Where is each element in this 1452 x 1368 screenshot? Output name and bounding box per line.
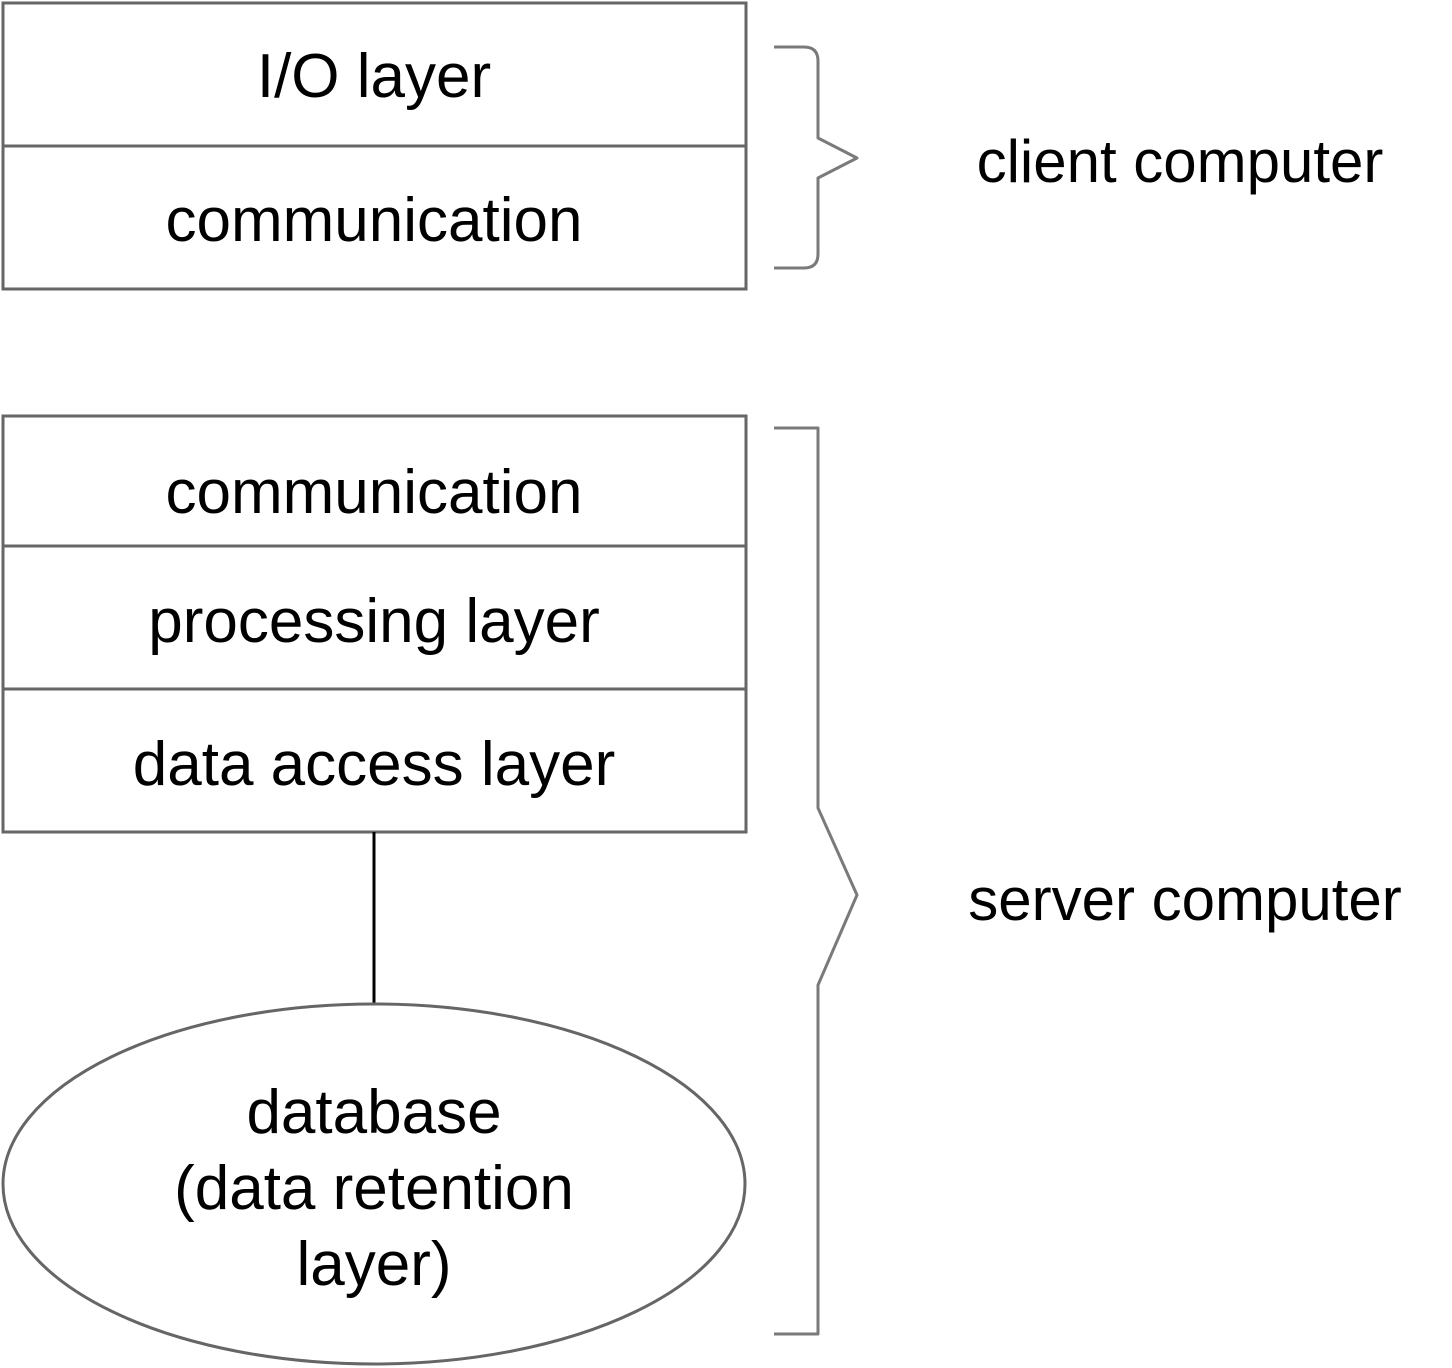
server-communication-box: [1, 414, 748, 548]
client-communication-box: [1, 144, 748, 291]
processing-layer-box: [1, 544, 748, 691]
server-brace: [774, 426, 859, 1336]
client-computer-label: client computer: [977, 128, 1384, 195]
server-communication-label: communication: [166, 458, 583, 527]
data-access-layer-label: data access layer: [133, 730, 615, 799]
database-label-line-3: layer): [296, 1230, 451, 1299]
client-io-layer-label: I/O layer: [257, 42, 491, 111]
database-ellipse: [1, 1002, 747, 1366]
database-label-line-2: (data retention: [174, 1154, 574, 1223]
database-node: database (data retention layer): [1, 1002, 747, 1366]
server-stack: communication processing layer data acce…: [1, 414, 748, 834]
client-io-layer-box: [1, 1, 748, 148]
client-brace: [774, 45, 859, 270]
client-stack: I/O layer communication: [1, 1, 748, 291]
processing-layer-label: processing layer: [148, 587, 599, 656]
data-access-layer-box: [1, 687, 748, 834]
database-label-line-1: database: [246, 1078, 501, 1147]
client-communication-label: communication: [166, 186, 583, 255]
server-computer-label: server computer: [968, 866, 1401, 933]
